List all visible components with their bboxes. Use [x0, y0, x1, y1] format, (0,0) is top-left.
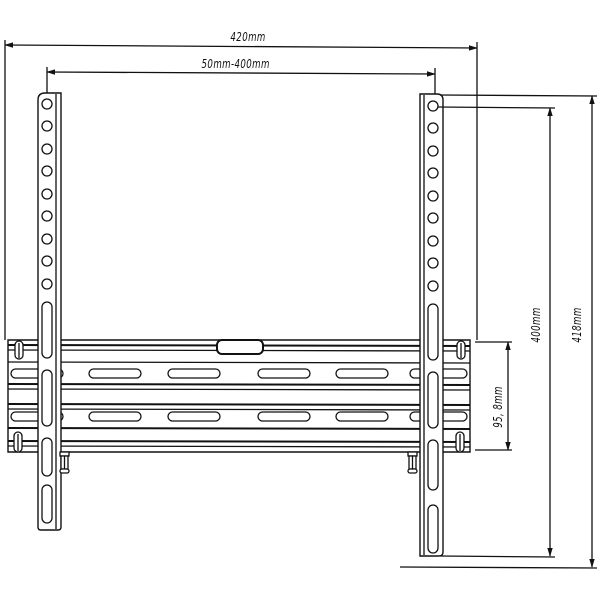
dim-plate-height: [475, 341, 512, 451]
left-arm: [37, 92, 70, 531]
level-handle: [216, 339, 264, 355]
label-overall-height: 418mm: [570, 307, 585, 343]
dim-vesa-vertical: [437, 106, 556, 558]
dim-vesa-range: [46, 67, 436, 97]
wall-clip-left-top: [14, 340, 24, 360]
wall-plate: [7, 339, 471, 453]
label-vesa-range: 50mm-400mm: [201, 57, 270, 71]
right-arm: [407, 93, 444, 557]
label-plate-height: 95, 8mm: [491, 386, 505, 428]
wall-clip-left-bottom: [13, 431, 23, 453]
label-overall-width: 420mm: [230, 30, 266, 44]
safety-bolt-left: [59, 451, 70, 474]
dim-overall-width: [4, 40, 478, 340]
wall-clip-right-top: [456, 340, 466, 360]
safety-bolt-right: [407, 451, 418, 474]
dim-overall-height: [399, 94, 598, 569]
wall-clip-right-bottom: [455, 431, 465, 453]
label-vesa-vertical: 400mm: [529, 307, 544, 343]
